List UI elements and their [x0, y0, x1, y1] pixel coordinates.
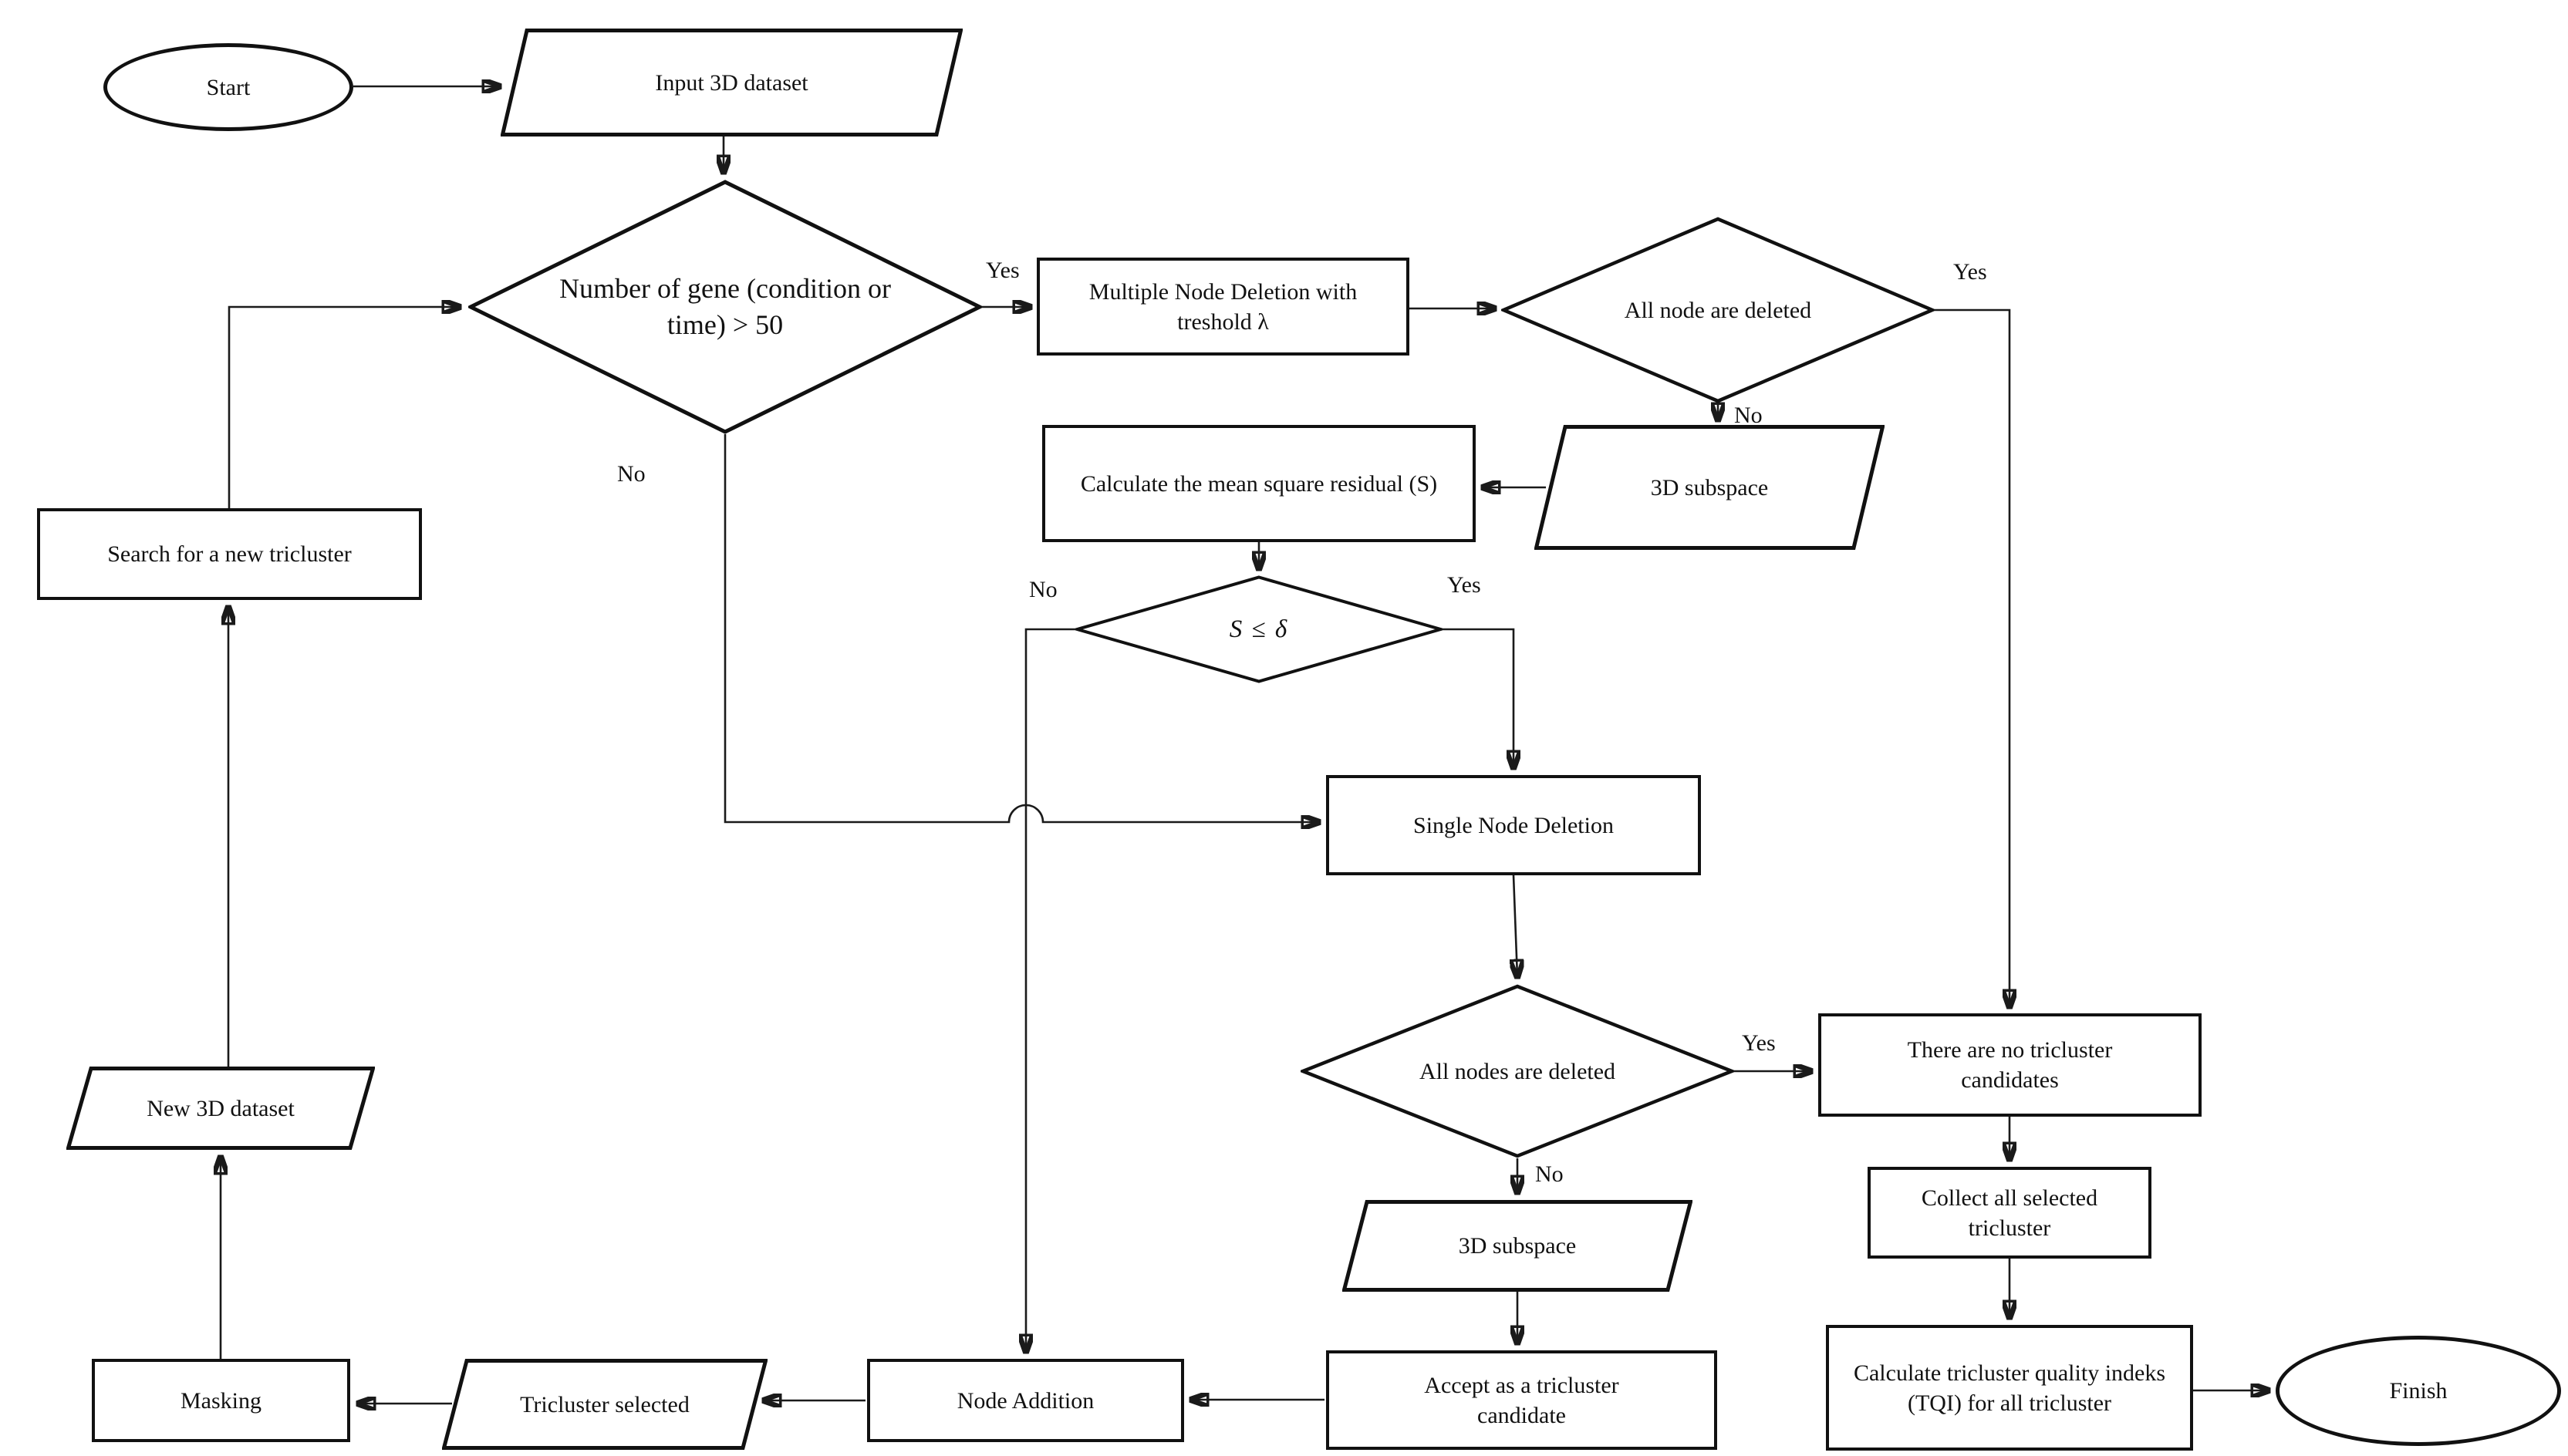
label-decision3-yes: Yes: [1447, 572, 1481, 598]
diamond-shape: [1075, 575, 1443, 683]
label-decision4-yes: Yes: [1742, 1030, 1776, 1056]
node-addition-label: Node Addition: [957, 1387, 1095, 1414]
diamond-shape: [1301, 984, 1734, 1158]
process-accept-as-tricluster-candidate: Accept as a tricluster candidate: [1326, 1350, 1717, 1450]
parallelogram-shape: [1534, 425, 1885, 550]
label-decision2-yes: Yes: [1953, 259, 1987, 285]
calculate-tqi-label: Calculate tricluster quality indeks (TQI…: [1853, 1360, 2166, 1416]
terminator-start: Start: [103, 43, 353, 131]
number-of-gene-label: Number of gene (condition or time) > 50: [559, 273, 891, 340]
s-le-delta-label: S ≤ δ: [1229, 615, 1289, 643]
decision-all-node-are-deleted: All node are deleted: [1501, 217, 1935, 403]
parallelogram-shape: [442, 1359, 768, 1450]
io-new-3d-dataset: New 3D dataset: [66, 1067, 375, 1150]
process-calculate-tqi: Calculate tricluster quality indeks (TQI…: [1826, 1325, 2193, 1451]
edge-decision3-yes-to-single-node-deletion: [1443, 628, 1513, 768]
edge-single-node-deletion-to-decision4: [1513, 875, 1517, 977]
edge-search-to-decision1-loop: [228, 307, 460, 508]
process-calculate-mean-square-residual: Calculate the mean square residual (S): [1042, 425, 1476, 542]
label-decision1-yes: Yes: [986, 258, 1020, 283]
masking-label: Masking: [181, 1387, 262, 1414]
process-multiple-node-deletion: Multiple Node Deletion with treshold λ: [1037, 258, 1409, 356]
edge-decision3-no-to-node-addition: [1026, 628, 1075, 1352]
diamond-shape: [468, 180, 982, 434]
diamond-shape: [1501, 217, 1935, 403]
label-decision2-no: No: [1734, 403, 1763, 428]
io-3d-subspace-lower: 3D subspace: [1342, 1200, 1692, 1292]
edge-decision2-yes-to-no-candidates: [1935, 308, 2010, 1007]
process-no-tricluster-candidates: There are no tricluster candidates: [1818, 1013, 2202, 1117]
finish-label: Finish: [2389, 1378, 2448, 1404]
no-tricluster-candidates-label: There are no tricluster candidates: [1907, 1037, 2113, 1093]
all-nodes-are-deleted-label: All nodes are deleted: [1419, 1058, 1616, 1084]
subspace-upper-label: 3D subspace: [1650, 474, 1769, 501]
new-3d-dataset-label: New 3D dataset: [147, 1095, 295, 1121]
label-decision4-no: No: [1535, 1161, 1564, 1187]
process-collect-all-selected-tricluster: Collect all selected tricluster: [1868, 1167, 2151, 1259]
edge-decision1-no-to-single-node-deletion: [724, 434, 1319, 822]
decision-number-of-gene: Number of gene (condition or time) > 50: [468, 180, 982, 434]
parallelogram-shape: [501, 29, 963, 136]
process-node-addition: Node Addition: [867, 1359, 1184, 1442]
subspace-lower-label: 3D subspace: [1458, 1233, 1577, 1259]
decision-s-le-delta: S ≤ δ: [1075, 575, 1443, 683]
all-node-are-deleted-label: All node are deleted: [1624, 297, 1812, 323]
tricluster-selected-label: Tricluster selected: [520, 1391, 690, 1417]
process-masking: Masking: [92, 1359, 350, 1442]
calc-mean-square-residual-label: Calculate the mean square residual (S): [1080, 470, 1438, 497]
io-tricluster-selected: Tricluster selected: [442, 1359, 768, 1450]
search-new-tricluster-label: Search for a new tricluster: [107, 541, 352, 567]
accept-candidate-label: Accept as a tricluster candidate: [1424, 1372, 1619, 1428]
parallelogram-shape: [66, 1067, 375, 1150]
io-input-3d-dataset: Input 3D dataset: [501, 29, 963, 136]
parallelogram-shape: [1342, 1200, 1692, 1292]
process-single-node-deletion: Single Node Deletion: [1326, 775, 1701, 875]
multiple-node-deletion-label: Multiple Node Deletion with treshold λ: [1088, 278, 1358, 335]
start-label: Start: [206, 74, 251, 100]
process-search-new-tricluster: Search for a new tricluster: [37, 508, 422, 600]
single-node-deletion-label: Single Node Deletion: [1413, 812, 1614, 838]
input-3d-dataset-label: Input 3D dataset: [655, 69, 808, 96]
terminator-finish: Finish: [2276, 1336, 2561, 1446]
label-decision3-no: No: [1029, 577, 1058, 602]
collect-all-selected-label: Collect all selected tricluster: [1921, 1185, 2098, 1241]
label-decision1-no: No: [617, 461, 646, 487]
decision-all-nodes-are-deleted: All nodes are deleted: [1301, 984, 1734, 1158]
io-3d-subspace-upper: 3D subspace: [1534, 425, 1885, 550]
